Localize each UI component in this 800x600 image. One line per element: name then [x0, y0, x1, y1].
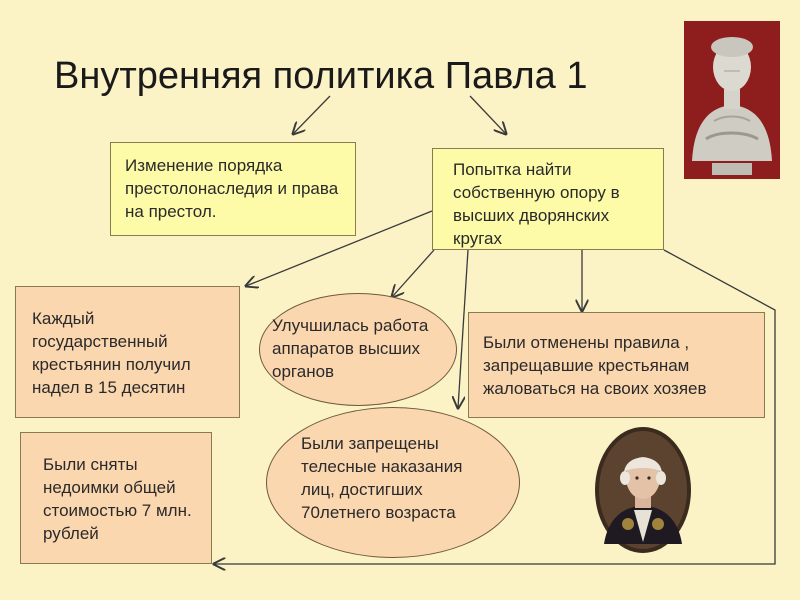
succession-box: Изменение порядка престолонаследия и пра… — [110, 142, 356, 236]
arrow-nobility-to-arrears — [214, 249, 776, 564]
punishment-text: Были запрещены телесные наказания лиц, д… — [301, 434, 463, 522]
punishment-oval: Были запрещены телесные наказания лиц, д… — [266, 407, 520, 558]
apparatus-text: Улучшилась работа аппаратов высших орган… — [272, 316, 429, 381]
land-box: Каждый государственный крестьянин получи… — [15, 286, 240, 418]
land-text: Каждый государственный крестьянин получи… — [32, 309, 191, 397]
nobility-text: Попытка найти собственную опору в высших… — [453, 160, 620, 248]
bust-portrait-image — [684, 21, 780, 179]
arrow-nobility-to-land — [246, 210, 433, 286]
arrow-title-to-nobility — [469, 95, 506, 134]
apparatus-oval: Улучшилась работа аппаратов высших орган… — [259, 293, 457, 406]
page-title: Внутренняя политика Павла 1 — [54, 55, 588, 97]
arrears-box: Были сняты недоимки общей стоимостью 7 м… — [20, 432, 212, 564]
arrow-nobility-to-apparatus — [392, 249, 435, 297]
nobility-box: Попытка найти собственную опору в высших… — [432, 148, 664, 250]
arrears-text: Были сняты недоимки общей стоимостью 7 м… — [43, 455, 192, 543]
painted-portrait-image — [594, 426, 692, 554]
arrow-title-to-succession — [293, 95, 331, 134]
complaints-box: Были отменены правила , запрещавшие крес… — [468, 312, 765, 418]
complaints-text: Были отменены правила , запрещавшие крес… — [483, 333, 707, 398]
succession-text: Изменение порядка престолонаследия и пра… — [125, 156, 339, 221]
arrow-nobility-to-punishment — [458, 249, 469, 408]
